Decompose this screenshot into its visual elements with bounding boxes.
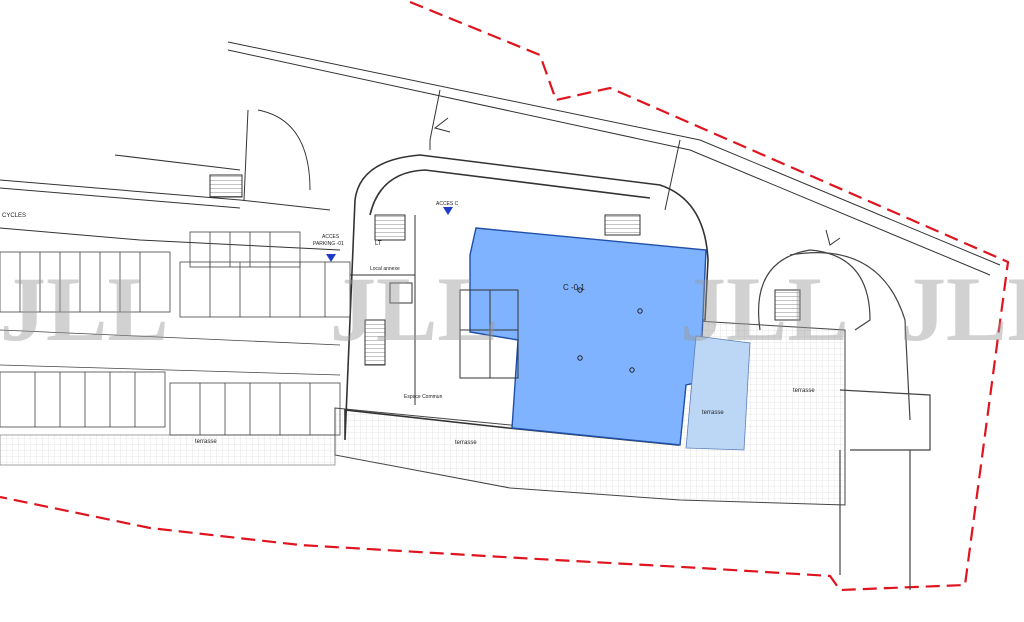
road-lines xyxy=(0,41,1001,276)
watermark: JLL JLL JLL JLL xyxy=(0,258,1024,360)
watermark-text: JLL xyxy=(900,258,1024,360)
watermark-text: JLL xyxy=(330,258,499,360)
arrow-icon xyxy=(825,229,841,246)
building-outline xyxy=(344,154,709,446)
ramp xyxy=(758,249,931,590)
label-terrasse-small: terrasse xyxy=(702,410,724,416)
triangle-down-icon xyxy=(326,254,336,262)
watermark-text: JLL xyxy=(0,258,169,360)
label-terrasse-right: terrasse xyxy=(793,388,815,394)
label-acces-parking-2: PARKING -01 xyxy=(313,241,344,247)
label-espace-commun: Espace Commun xyxy=(404,394,443,400)
office-zone-c01 xyxy=(469,227,707,446)
parking-stalls xyxy=(0,231,351,436)
label-acces-parking: ACCES xyxy=(322,234,340,240)
label-acces-c: ACCES C xyxy=(436,201,459,207)
label-lt: LT xyxy=(375,241,382,247)
interior-walls xyxy=(350,215,519,405)
plan-labels: CYCLES ACCES PARKING -01 ACCES C LT Loca… xyxy=(2,201,815,446)
label-terrasse-left: terrasse xyxy=(195,439,217,445)
triangle-down-icon xyxy=(443,207,453,215)
watermark-text: JLL xyxy=(680,258,849,360)
label-zone-c01: C -0.1 xyxy=(563,283,585,292)
label-terrasse-center: terrasse xyxy=(455,440,477,446)
label-local-annexe: Local annexe xyxy=(370,266,400,272)
arrow-icon xyxy=(433,117,451,133)
label-cycles: CYCLES xyxy=(2,213,26,219)
columns xyxy=(577,287,643,373)
terrace-blue-zone xyxy=(685,335,751,451)
